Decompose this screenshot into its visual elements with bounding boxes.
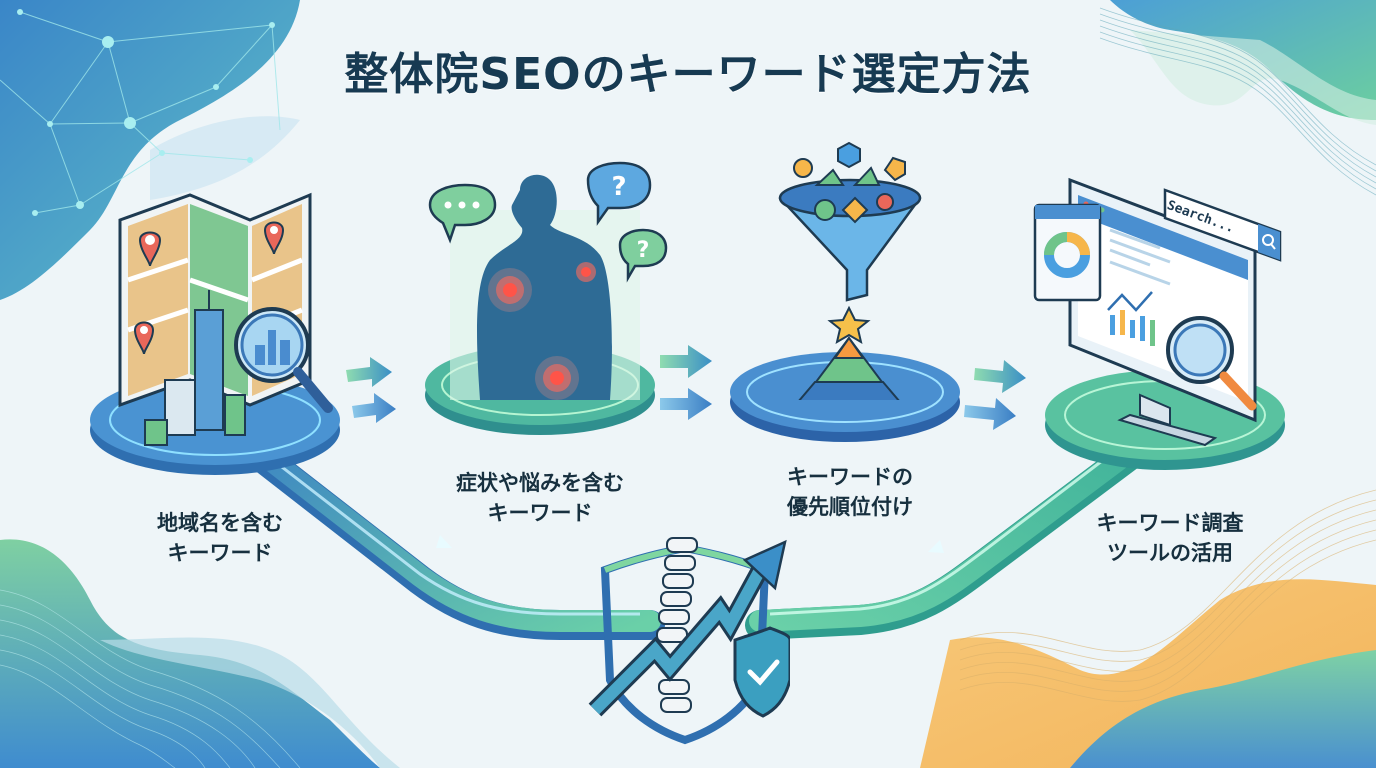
step-2-label: 症状や悩みを含む キーワード bbox=[410, 468, 670, 528]
step-2-label-line2: キーワード bbox=[487, 501, 593, 525]
spine-growth-shield-icon bbox=[588, 537, 790, 745]
step-4-label-line1: キーワード調査 bbox=[1096, 511, 1244, 535]
step-3-label-line1: キーワードの bbox=[787, 465, 913, 489]
step-3-label-line2: 優先順位付け bbox=[787, 495, 913, 519]
connector-arrows bbox=[346, 345, 1026, 430]
svg-text:?: ? bbox=[611, 172, 626, 202]
body-pain-points-icon: ? ? bbox=[428, 161, 668, 400]
funnel-pyramid-icon bbox=[778, 141, 922, 400]
svg-text:?: ? bbox=[637, 238, 650, 263]
step-1-label-line2: キーワード bbox=[167, 541, 273, 565]
step-4-label: キーワード調査 ツールの活用 bbox=[1060, 508, 1280, 568]
monitor-search-analytics-icon: Search... bbox=[1030, 170, 1310, 450]
step-3-label: キーワードの 優先順位付け bbox=[740, 462, 960, 522]
page-title: 整体院SEOのキーワード選定方法 bbox=[344, 49, 1032, 100]
step-4-label-line2: ツールの活用 bbox=[1107, 541, 1233, 565]
step-1-label: 地域名を含む キーワード bbox=[110, 508, 330, 568]
map-city-magnifier-icon bbox=[118, 192, 333, 446]
step-2-label-line1: 症状や悩みを含む bbox=[456, 471, 624, 495]
step-1-label-line1: 地域名を含む bbox=[157, 511, 283, 535]
